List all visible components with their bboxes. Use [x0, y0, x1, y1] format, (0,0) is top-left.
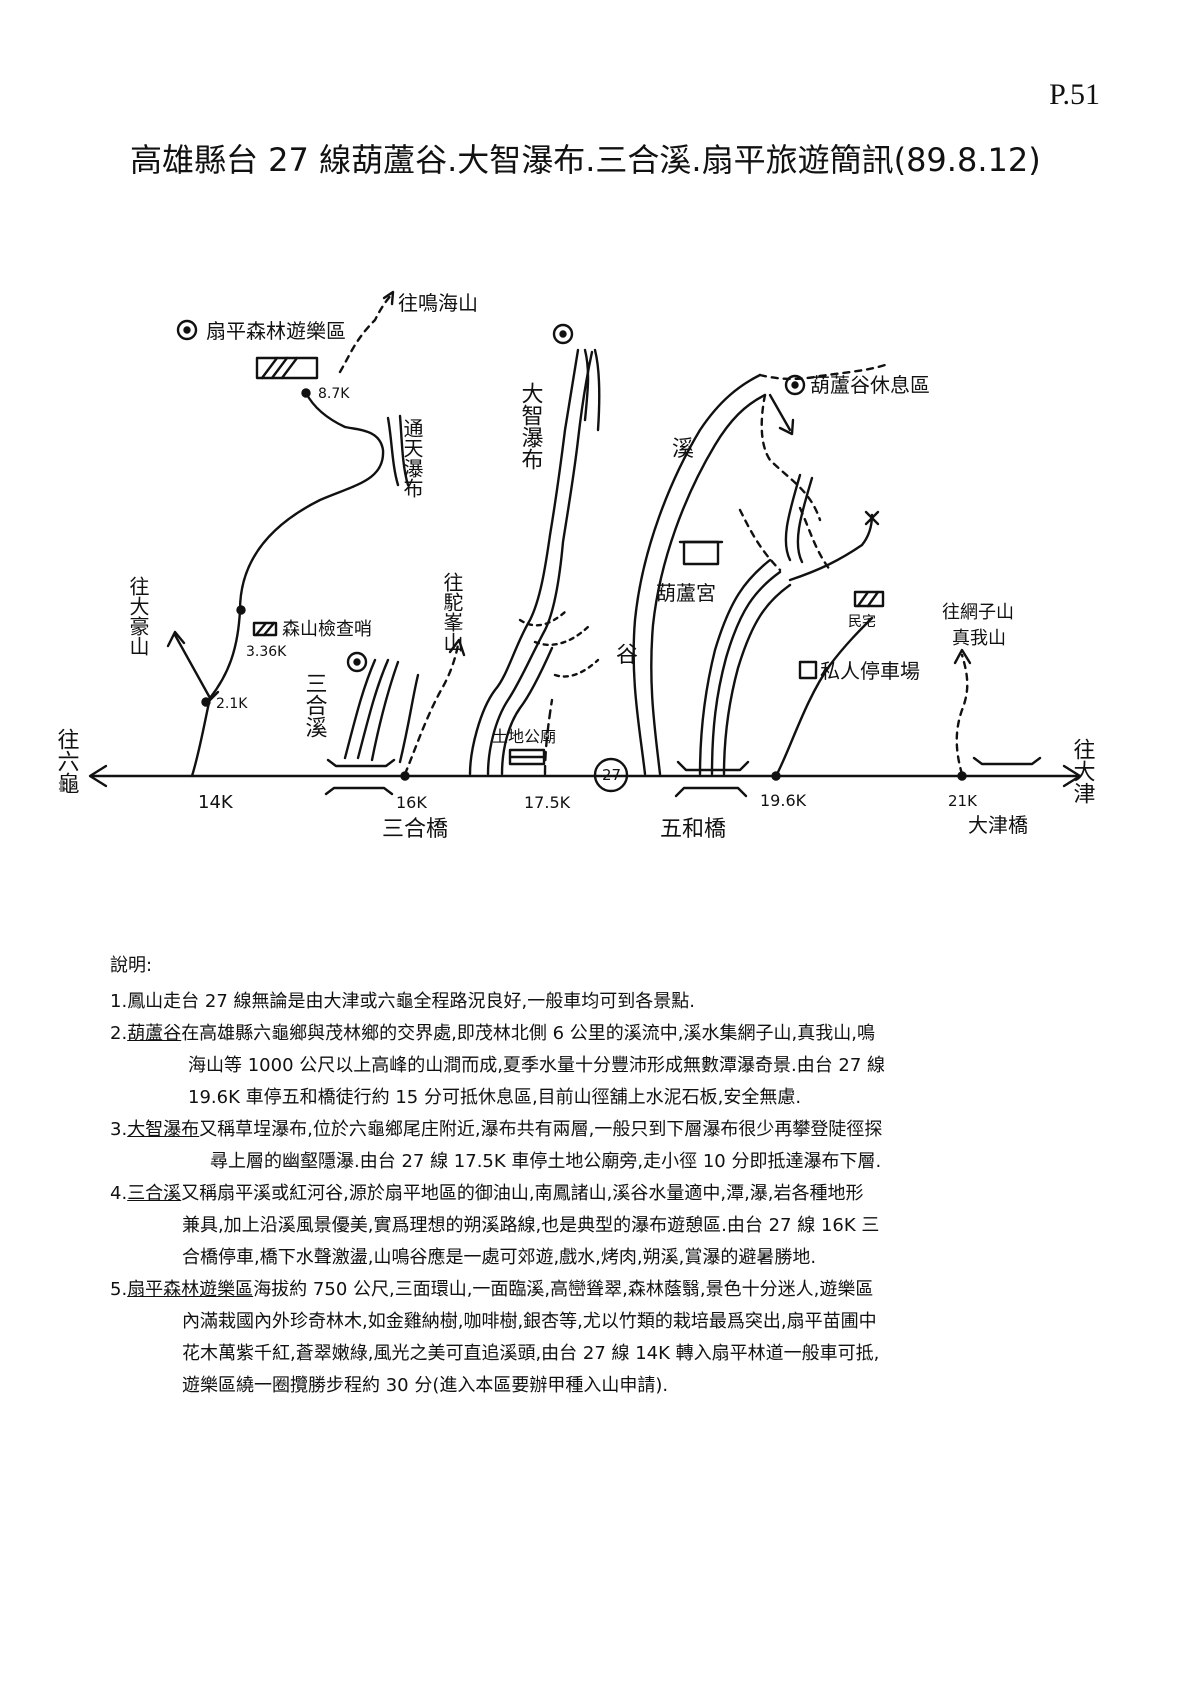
label-to-liugui: 往六龜	[54, 728, 80, 794]
label-parking: 私人停車場	[820, 659, 920, 683]
parking-icon	[798, 660, 818, 680]
sanhe-marker	[346, 651, 368, 673]
note-term: 三合溪	[127, 1183, 182, 1204]
note-number: 3.	[110, 1119, 128, 1140]
note-text: 海拔約 750 公尺,三面環山,一面臨溪,高巒聳翠,森林蔭翳,景色十分迷人,遊樂…	[253, 1279, 874, 1300]
shanping-lodge	[255, 356, 319, 380]
label-hulu-rest: 葫蘆谷休息區	[810, 373, 930, 397]
label-to-daxiaoshan: 往大豪山	[126, 576, 150, 656]
note-term: 葫蘆谷	[127, 1023, 182, 1044]
label-house: 民宅	[848, 614, 876, 630]
label-tongtian-falls: 通天瀑布	[400, 418, 424, 498]
label-hulu-valley-a: 溪	[672, 437, 694, 462]
label-zhenwoshan: 真我山	[952, 628, 1006, 649]
km-21: 21K	[948, 792, 978, 810]
note-text-continued: 花木萬紫千紅,蒼翠嫩綠,風光之美可直追溪頭,由台 27 線 14K 轉入扇平林道…	[182, 1343, 880, 1364]
trail-mingtanshan	[338, 292, 394, 374]
label-hulu-valley-b: 谷	[616, 643, 638, 668]
note-text-continued: 19.6K 車停五和橋徒行約 15 分可抵休息區,目前山徑舖上水泥石板,安全無慮…	[188, 1087, 802, 1108]
note-item: 1.鳳山走台 27 線無論是由大津或六龜全程路況良好,一般車均可到各景點.	[110, 986, 1120, 1018]
hulu-rest-marker	[784, 374, 806, 396]
note-number: 5.	[110, 1279, 128, 1300]
notes-section: 說明: 1.鳳山走台 27 線無論是由大津或六龜全程路況良好,一般車均可到各景點…	[110, 950, 1120, 1402]
note-number: 4.	[110, 1183, 128, 1204]
note-text: 又稱草埕瀑布,位於六龜鄉尾庄附近,瀑布共有兩層,一般只到下層瀑布很少再攀登陡徑探	[199, 1119, 883, 1140]
note-text-continued: 海山等 1000 公尺以上高峰的山澗而成,夏季水量十分豐沛形成無數潭瀑奇景.由台…	[188, 1055, 886, 1076]
label-dazhi-falls: 大智瀑布	[518, 382, 544, 470]
note-term: 大智瀑布	[127, 1119, 200, 1140]
km-19-6: 19.6K	[760, 791, 807, 810]
trail-tuoping	[403, 643, 460, 776]
dazhi-marker	[552, 323, 574, 345]
dajin-bridge-top	[972, 756, 1042, 766]
dazhi-falls-left	[468, 348, 580, 776]
note-number: 1.	[110, 991, 128, 1012]
road-arrow-right	[1062, 764, 1082, 788]
label-earth-god-temple: 土地公廟	[492, 727, 556, 746]
label-km-3-36: 3.36K	[246, 644, 287, 660]
page-title: 高雄縣台 27 線葫蘆谷.大智瀑布.三合溪.扇平旅遊簡訊(89.8.12)	[130, 141, 1041, 179]
hulu-river-outer	[632, 373, 762, 776]
note-text-continued: 兼具,加上沿溪風景優美,實爲理想的朔溪路線,也是典型的瀑布遊憩區.由台 27 線…	[182, 1215, 880, 1236]
wuhe-bridge-bottom	[674, 786, 748, 798]
note-item: 5.扇平森林遊樂區海拔約 750 公尺,三面環山,一面臨溪,高巒聳翠,森林蔭翳,…	[110, 1274, 1120, 1402]
sanhe-bridge-top	[326, 758, 396, 768]
note-term: 扇平森林遊樂區	[127, 1279, 254, 1300]
notes-list: 1.鳳山走台 27 線無論是由大津或六龜全程路況良好,一般車均可到各景點.2.葫…	[110, 986, 1120, 1402]
label-forest-checkpoint: 森山檢查哨	[282, 619, 372, 640]
note-text-continued: 尋上層的幽壑隱瀑.由台 27 線 17.5K 車停土地公廟旁,走小徑 10 分即…	[210, 1151, 882, 1172]
branch-daxiaoshan	[173, 633, 212, 700]
page-number: P.51	[1049, 78, 1100, 111]
route-27-badge	[593, 757, 629, 793]
label-km-8-7: 8.7K	[318, 386, 350, 402]
trail-wangzishan	[955, 653, 969, 776]
route-map: 往六龜 往大津 27 14K 16K 17.5K 19.6K 21K 三合橋 五…	[54, 290, 1096, 842]
km-14: 14K	[198, 792, 234, 813]
rest-arrow	[768, 393, 792, 432]
note-text: 鳳山走台 27 線無論是由大津或六龜全程路況良好,一般車均可到各景點.	[127, 991, 695, 1012]
shanping-marker	[176, 319, 198, 341]
label-km-2-1: 2.1K	[216, 696, 248, 712]
note-item: 2.葫蘆谷在高雄縣六龜鄉與茂林鄉的交界處,即茂林北側 6 公里的溪流中,溪水集網…	[110, 1018, 1120, 1114]
label-sanhe-creek: 三合溪	[302, 672, 328, 738]
label-hulu-temple: 葫蘆宮	[656, 581, 716, 605]
note-item: 4.三合溪又稱扇平溪或紅河谷,源於扇平地區的御油山,南鳳諸山,溪谷水量適中,潭,…	[110, 1178, 1120, 1274]
label-to-dajin: 往大津	[1070, 738, 1096, 804]
note-text-continued: 遊樂區繞一圈攬勝步程約 30 分(進入本區要辦甲種入山申請).	[182, 1375, 669, 1396]
label-shanping: 扇平森林遊樂區	[206, 319, 346, 343]
hulu-temple-icon	[682, 540, 720, 566]
note-text: 在高雄縣六龜鄉與茂林鄉的交界處,即茂林北側 6 公里的溪流中,溪水集網子山,真我…	[181, 1023, 875, 1044]
km-16: 16K	[396, 793, 427, 812]
note-item: 3.大智瀑布又稱草埕瀑布,位於六龜鄉尾庄附近,瀑布共有兩層,一般只到下層瀑布很少…	[110, 1114, 1120, 1178]
label-sanhe-bridge: 三合橋	[382, 817, 448, 842]
notes-heading: 說明:	[110, 955, 153, 976]
sanhe-creek	[343, 658, 377, 760]
label-to-wangzishan: 往網子山	[942, 602, 1014, 623]
note-number: 2.	[110, 1023, 128, 1044]
label-to-tuoping: 往駝峯山	[440, 572, 464, 652]
note-text-continued: 合橋停車,橋下水聲激盪,山鳴谷應是一處可郊遊,戲水,烤肉,朔溪,賞瀑的避暑勝地.	[182, 1247, 817, 1268]
km-17-5: 17.5K	[524, 793, 571, 812]
label-to-mingtanshan: 往鳴海山	[398, 291, 478, 315]
label-dajin-bridge: 大津橋	[968, 813, 1028, 837]
route-27-label: 27	[602, 766, 621, 784]
road-arrow-left	[88, 764, 108, 788]
earth-god-temple-icon	[508, 748, 546, 766]
note-text: 又稱扇平溪或紅河谷,源於扇平地區的御油山,南鳳諸山,溪谷水量適中,潭,瀑,岩各種…	[181, 1183, 864, 1204]
label-wuhe-bridge: 五和橋	[660, 817, 726, 842]
note-text-continued: 內滿栽國內外珍奇林木,如金雞納樹,咖啡樹,銀杏等,尤以竹類的栽培最爲突出,扇平苗…	[182, 1311, 877, 1332]
sanhe-bridge-bottom	[324, 786, 394, 796]
wuhe-bridge-top	[676, 760, 750, 772]
